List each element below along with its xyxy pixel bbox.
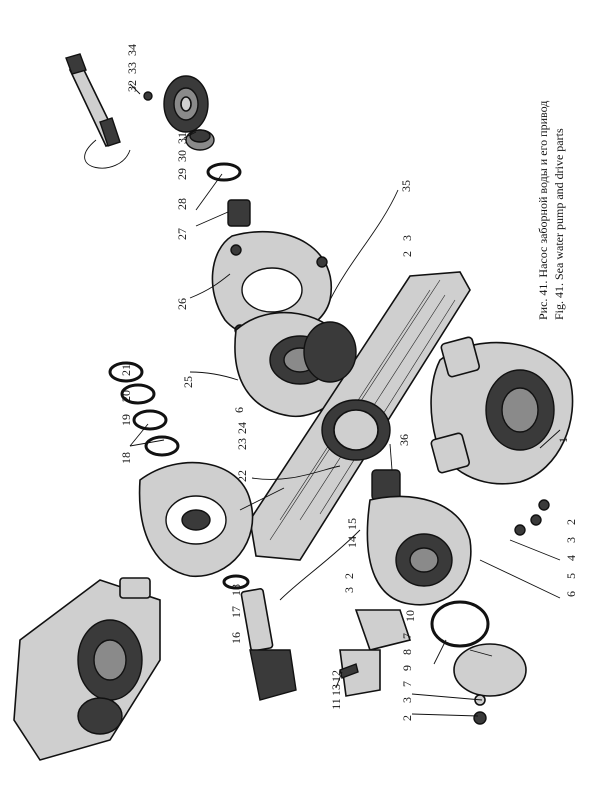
- label-18a: 18: [119, 452, 133, 464]
- label-2c: 2: [342, 573, 356, 579]
- label-20: 20: [119, 390, 133, 402]
- label-23: 23: [235, 438, 249, 450]
- label-22: 22: [235, 470, 249, 482]
- pump-cover-part: [366, 495, 550, 606]
- pump-body-part: [430, 336, 574, 485]
- label-8: 8: [400, 649, 414, 655]
- label-36: 36: [397, 434, 411, 446]
- bevel-gear-shaft-part: [222, 574, 297, 701]
- label-3b: 3: [564, 537, 578, 543]
- flange-part: [339, 600, 527, 697]
- label-17: 17: [229, 606, 243, 618]
- mid-housing-part: [138, 461, 254, 577]
- label-35: 35: [399, 180, 413, 192]
- label-21: 21: [119, 364, 133, 376]
- caption-english: Fig. 41. Sea water pump and drive parts: [552, 128, 566, 320]
- bearing-housing-part: [143, 75, 209, 133]
- label-32: 32: [125, 80, 139, 92]
- label-12: 12: [329, 670, 343, 682]
- label-10: 10: [403, 610, 417, 622]
- label-25: 25: [181, 376, 195, 388]
- label-7a: 7: [400, 633, 414, 639]
- label-1: 1: [556, 437, 570, 443]
- label-11: 11: [328, 698, 343, 710]
- label-29: 29: [175, 168, 189, 180]
- drive-shaft-part: [65, 53, 131, 169]
- label-3c: 3: [342, 587, 356, 593]
- label-2a: 2: [400, 251, 414, 257]
- label-2b: 2: [564, 519, 578, 525]
- label-3a: 3: [400, 235, 414, 241]
- label-34: 34: [125, 44, 139, 56]
- label-13: 13: [329, 684, 343, 696]
- label-2d: 2: [400, 715, 414, 721]
- label-3d: 3: [400, 697, 414, 703]
- leader-lines: [129, 83, 561, 717]
- label-5: 5: [564, 573, 578, 579]
- label-4: 4: [564, 555, 578, 561]
- engine-bracket-part: [13, 577, 161, 761]
- label-15: 15: [345, 518, 359, 530]
- cup-part: [185, 129, 251, 227]
- label-31: 31: [175, 132, 189, 144]
- label-7b: 7: [400, 681, 414, 687]
- label-26: 26: [175, 298, 189, 310]
- label-33: 33: [125, 62, 139, 74]
- label-30: 30: [175, 150, 189, 162]
- rings-part: [108, 361, 180, 457]
- label-18b: 18: [229, 584, 243, 596]
- label-28: 28: [175, 198, 189, 210]
- label-6b: 6: [564, 591, 578, 597]
- label-27: 27: [175, 228, 189, 240]
- arm-part: [249, 271, 471, 561]
- label-19: 19: [119, 414, 133, 426]
- label-14: 14: [345, 536, 359, 548]
- label-9: 9: [400, 665, 414, 671]
- label-16: 16: [229, 632, 243, 644]
- caption-russian: Рис. 41. Насос заборной воды и его приво…: [536, 100, 550, 320]
- label-6a: 6: [232, 407, 246, 413]
- label-24: 24: [235, 422, 249, 434]
